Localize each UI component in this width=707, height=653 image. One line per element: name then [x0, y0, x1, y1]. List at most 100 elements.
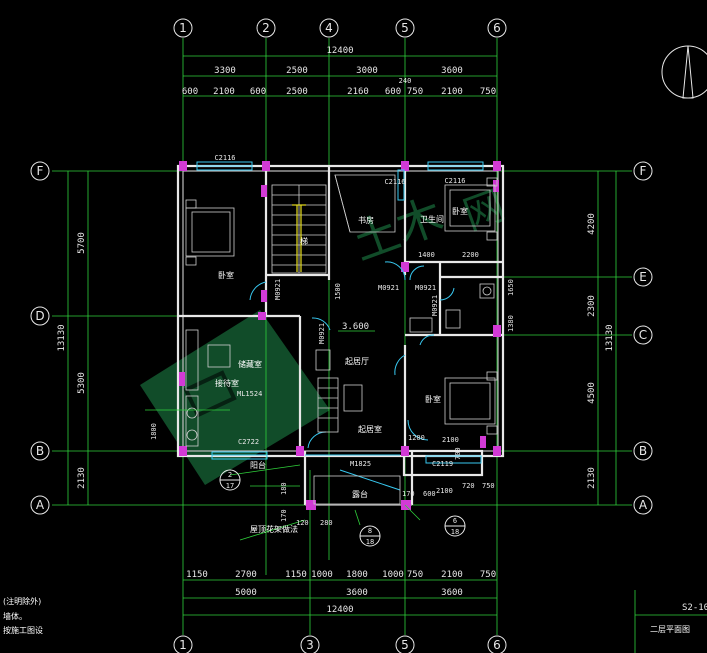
- dim-text: 5300: [77, 372, 87, 394]
- columns: [179, 161, 501, 510]
- axis-label: D: [35, 309, 44, 323]
- room-label: 阳台: [250, 460, 266, 470]
- dim-text: 600: [423, 490, 436, 498]
- north-arrow-icon: [661, 45, 707, 99]
- room-label: 卫生间: [420, 214, 444, 224]
- dim-text: 1380: [507, 315, 515, 332]
- detail-sheet: 18: [451, 528, 459, 536]
- dim-text: 2100: [442, 436, 459, 444]
- dim-text: 2160: [347, 87, 369, 97]
- general-notes: (注明除外) 墙体。 按施工图设: [3, 596, 43, 635]
- room-label: 卧室: [425, 394, 441, 404]
- axis-label: 1: [179, 638, 187, 652]
- axis-label: E: [639, 270, 647, 284]
- dim-text: 2300: [587, 295, 597, 317]
- door-tag: M0921: [431, 295, 439, 316]
- axis-label: 6: [493, 21, 501, 35]
- dim-text: 240: [399, 77, 412, 85]
- axis-label: 1: [179, 21, 187, 35]
- axis-label: 5: [401, 21, 409, 35]
- axis-label: 4: [325, 21, 333, 35]
- dim-text: 750: [480, 87, 496, 97]
- dim-text: 1500: [334, 283, 342, 300]
- dim-text: 5700: [77, 232, 87, 254]
- axis-label: A: [639, 498, 648, 512]
- axis-label: A: [36, 498, 45, 512]
- detail-sheet: 17: [226, 482, 234, 490]
- axis-label: C: [639, 328, 647, 342]
- window-tag: C2116: [214, 154, 235, 162]
- axis-label: B: [36, 444, 44, 458]
- dim-text: 1150: [285, 570, 307, 580]
- dim-text: 750: [407, 87, 423, 97]
- axis-grid: [52, 38, 632, 635]
- note-line: (注明除外): [3, 596, 41, 606]
- dim-text: 600: [250, 87, 266, 97]
- dim-text: 1000: [311, 570, 333, 580]
- dim-text: 170: [402, 490, 415, 498]
- dim-text: 280: [320, 519, 333, 527]
- dim-text: 3600: [441, 66, 463, 76]
- detail-index-bubble: 8 18: [359, 525, 381, 547]
- dim-text: 2130: [77, 467, 87, 489]
- detail-number: 6: [453, 517, 457, 525]
- axis-bubbles-top: 1 2 4 5 6: [173, 18, 507, 38]
- dim-text: 180: [280, 482, 288, 495]
- window-tag: C2119: [432, 460, 453, 468]
- dim-text: 4500: [587, 382, 597, 404]
- axis-label: 3: [306, 638, 314, 652]
- left-dimensions: 13130 5700 5300 2130: [57, 171, 89, 505]
- dim-text: 1150: [186, 570, 208, 580]
- dim-text: 600: [385, 87, 401, 97]
- dim-text: 2500: [286, 66, 308, 76]
- furniture: [185, 177, 498, 505]
- room-label: 接待室: [215, 378, 239, 388]
- room-label: 储藏室: [238, 359, 262, 369]
- axis-label: F: [37, 164, 44, 178]
- dim-text: 2100: [441, 570, 463, 580]
- detail-number: 2: [228, 471, 232, 479]
- dim-text: 3300: [214, 66, 236, 76]
- dim-text: 12400: [326, 605, 353, 615]
- dim-text: 600: [182, 87, 198, 97]
- door-tag: M1825: [350, 460, 371, 468]
- room-label: 书房: [358, 215, 374, 225]
- door-tag: ML1524: [237, 390, 262, 398]
- dim-text: 12400: [326, 46, 353, 56]
- room-label: 起居室: [358, 424, 382, 434]
- title-block: S2-10 二层平面图: [634, 590, 707, 653]
- window-tag: C2116: [384, 178, 405, 186]
- sheet-number: S2-10: [682, 603, 707, 613]
- dim-text: 2100: [436, 487, 453, 495]
- room-label: 梯: [300, 236, 308, 246]
- axis-label: 6: [493, 638, 501, 652]
- walls: [176, 164, 505, 506]
- detail-index-bubble: 2 17: [219, 469, 241, 491]
- room-label: 卧室: [218, 270, 234, 280]
- dim-text: 13130: [605, 324, 615, 351]
- dim-text: 1200: [408, 434, 425, 442]
- bottom-dimensions: 1150 2700 1150 1000 1800 1000 750 2100 7…: [183, 570, 497, 616]
- dim-text: 1800: [150, 423, 158, 440]
- room-label: 屋顶花架做法: [250, 524, 298, 534]
- dim-text: 3000: [356, 66, 378, 76]
- dim-text: 2100: [441, 87, 463, 97]
- room-label: 露台: [352, 489, 368, 499]
- detail-sheet: 18: [366, 538, 374, 546]
- dim-text: 4200: [587, 213, 597, 235]
- dim-text: 1000: [382, 570, 404, 580]
- axis-bubbles-bottom: 1 3 5 6: [173, 635, 507, 653]
- axis-label: 2: [262, 21, 270, 35]
- dim-text: 5000: [235, 588, 257, 598]
- dim-text: 3600: [441, 588, 463, 598]
- dim-text: 2200: [462, 251, 479, 259]
- door-tag: M0921: [378, 284, 399, 292]
- opening-labels: C2116 C2116 C2116 M0921 M0921 M0921 M092…: [150, 154, 515, 527]
- dim-text: 1400: [418, 251, 435, 259]
- elevation-mark: 3.600: [342, 322, 369, 332]
- dim-text: 750: [480, 570, 496, 580]
- note-line: 墙体。: [3, 611, 27, 621]
- room-label: 卧室: [452, 206, 468, 216]
- dim-text: 120: [296, 519, 309, 527]
- dim-text: 750: [407, 570, 423, 580]
